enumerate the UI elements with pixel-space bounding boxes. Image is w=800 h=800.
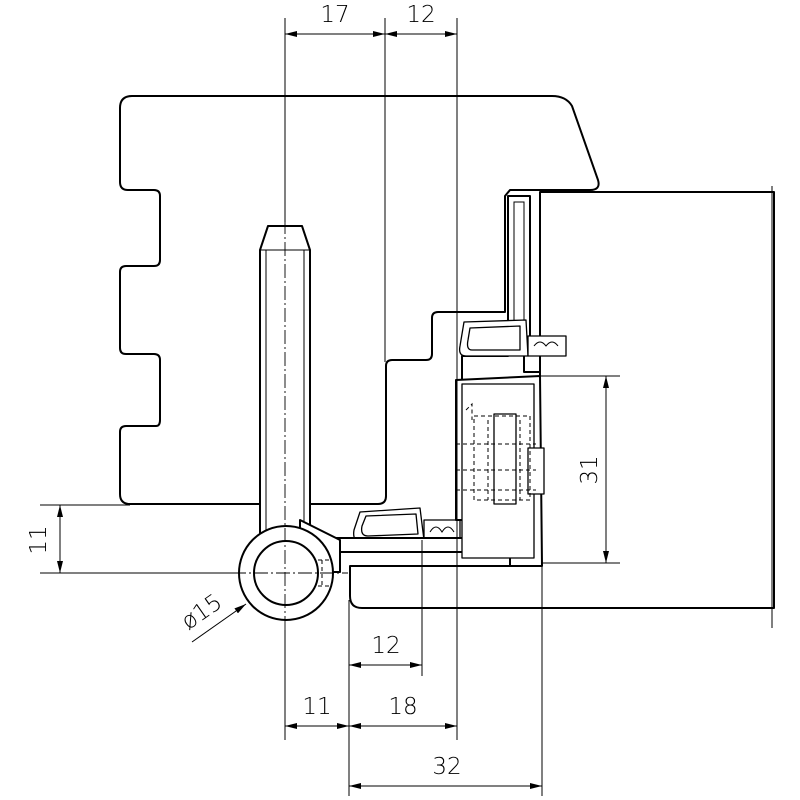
dim-leader-diameter [191, 603, 247, 643]
dim-label-bottom-18: 18 [388, 694, 417, 720]
dim-label-top-12: 12 [406, 2, 435, 28]
dim-label-top-17: 17 [320, 2, 349, 28]
hinge-knuckle [238, 519, 341, 621]
dim-label-bottom-12: 12 [371, 633, 400, 659]
door-leaf-profile [119, 95, 600, 505]
lower-gasket [353, 507, 461, 543]
upper-gasket [458, 319, 567, 357]
dim-label-right-31: 31 [577, 455, 603, 484]
dim-label-diameter-15: ø15 [177, 589, 227, 635]
dim-label-left-11: 11 [26, 525, 52, 554]
dim-label-bottom-11: 11 [302, 694, 331, 720]
hinge-bracket [321, 375, 545, 567]
frame-profile [349, 191, 775, 609]
dim-label-bottom-32: 32 [432, 754, 461, 780]
